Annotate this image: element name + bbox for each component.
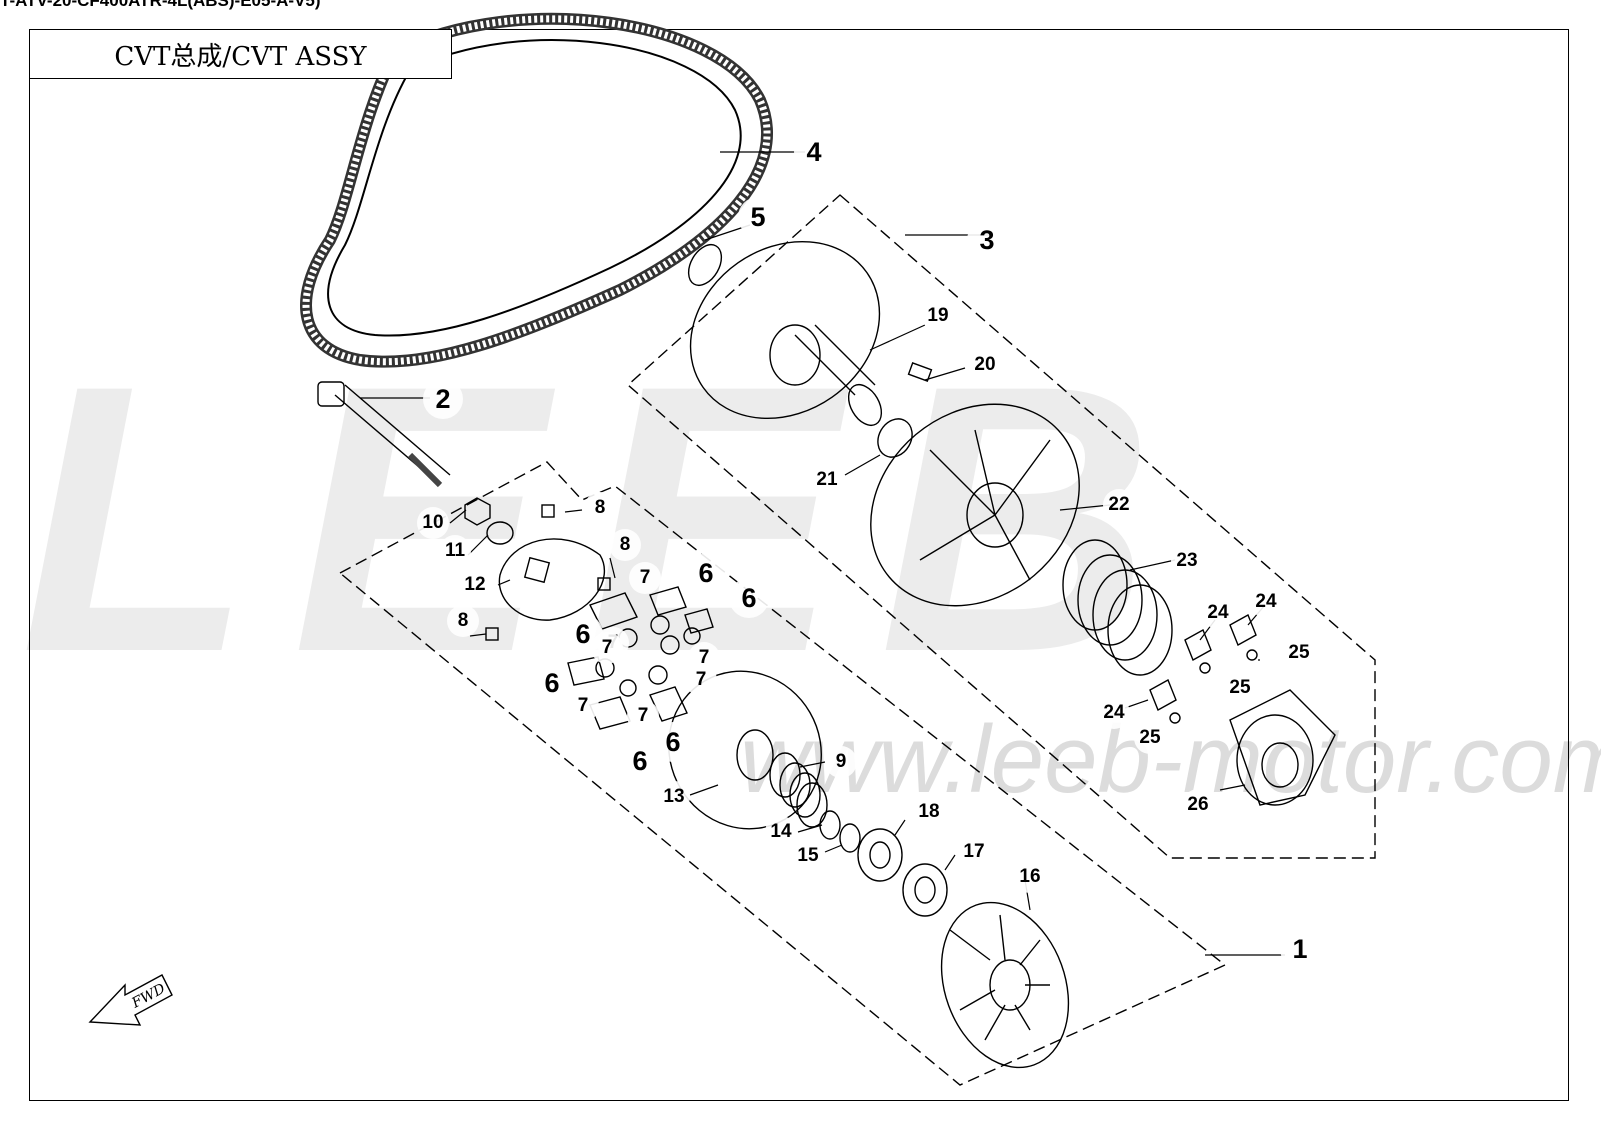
callout-25: 25 bbox=[1283, 637, 1315, 669]
key-part bbox=[907, 362, 933, 382]
callout-7: 7 bbox=[591, 632, 623, 664]
bolt-part bbox=[317, 381, 451, 488]
callout-25: 25 bbox=[1224, 672, 1256, 704]
callout-11: 11 bbox=[439, 535, 471, 567]
callout-22: 22 bbox=[1103, 489, 1135, 521]
screw-part bbox=[1169, 712, 1181, 724]
callout-8: 8 bbox=[447, 605, 479, 637]
callout-2: 2 bbox=[423, 379, 463, 419]
slider-part bbox=[684, 608, 714, 634]
primary-assembly-outline bbox=[338, 461, 1227, 1086]
callout-1: 1 bbox=[1280, 929, 1320, 969]
roller-part bbox=[683, 627, 701, 645]
callout-6: 6 bbox=[653, 722, 693, 762]
callout-7: 7 bbox=[627, 700, 659, 732]
roller-part bbox=[619, 679, 637, 697]
callout-20: 20 bbox=[969, 349, 1001, 381]
ramp-plate-part bbox=[498, 538, 606, 621]
screw-part bbox=[1246, 649, 1258, 661]
diagram-frame bbox=[29, 29, 1569, 1101]
callout-19: 19 bbox=[922, 300, 954, 332]
callout-7: 7 bbox=[685, 664, 717, 696]
diagram-code-caption: T-ATV-20-CF400ATR-4L(ABS)-E05-A-V5) bbox=[0, 0, 321, 10]
ring-part bbox=[687, 244, 723, 286]
callout-6: 6 bbox=[729, 578, 769, 618]
bearing-part bbox=[902, 863, 948, 917]
secondary-assembly-outline bbox=[626, 194, 1376, 859]
callout-8: 8 bbox=[609, 529, 641, 561]
callout-3: 3 bbox=[967, 220, 1007, 260]
callout-24: 24 bbox=[1202, 597, 1234, 629]
watermark-url: www.leeb-motor.com bbox=[740, 706, 1601, 813]
washer-part bbox=[486, 521, 514, 545]
primary-fixed-sheave-part bbox=[940, 901, 1070, 1069]
callout-23: 23 bbox=[1171, 545, 1203, 577]
slider-part bbox=[1229, 614, 1257, 646]
callout-7: 7 bbox=[567, 690, 599, 722]
guide-part bbox=[597, 577, 611, 591]
watermark-brand: LEEB bbox=[20, 306, 1194, 731]
callout-12: 12 bbox=[459, 569, 491, 601]
callout-5: 5 bbox=[738, 197, 778, 237]
secondary-moving-sheave-part bbox=[870, 403, 1080, 607]
secondary-fixed-sheave-part bbox=[689, 240, 883, 426]
nut-part bbox=[464, 497, 491, 526]
screw-part bbox=[1199, 662, 1211, 674]
bearing-part bbox=[857, 828, 903, 882]
callout-4: 4 bbox=[794, 132, 834, 172]
guide-part bbox=[541, 504, 555, 518]
callout-17: 17 bbox=[958, 836, 990, 868]
callout-6: 6 bbox=[620, 741, 660, 781]
callout-15: 15 bbox=[792, 840, 824, 872]
callout-9: 9 bbox=[825, 746, 857, 778]
callout-10: 10 bbox=[417, 507, 449, 539]
callout-16: 16 bbox=[1014, 861, 1046, 893]
primary-spring-part bbox=[769, 752, 828, 828]
slider-part bbox=[1149, 679, 1177, 711]
callout-25: 25 bbox=[1134, 722, 1166, 754]
callout-14: 14 bbox=[765, 816, 797, 848]
circlip-part bbox=[877, 418, 913, 458]
callout-7: 7 bbox=[629, 562, 661, 594]
slider-part bbox=[567, 656, 605, 686]
forward-arrow-icon bbox=[88, 974, 173, 1026]
roller-part bbox=[660, 635, 680, 655]
secondary-spring-part bbox=[1062, 539, 1173, 676]
callout-24: 24 bbox=[1098, 697, 1130, 729]
callout-24: 24 bbox=[1250, 586, 1282, 618]
callout-13: 13 bbox=[658, 781, 690, 813]
roller-part bbox=[650, 615, 670, 635]
ring-part bbox=[819, 810, 841, 840]
drive-belt-part bbox=[300, 12, 773, 368]
callout-26: 26 bbox=[1182, 789, 1214, 821]
callout-18: 18 bbox=[913, 796, 945, 828]
roller-part bbox=[648, 665, 668, 685]
ring-part bbox=[839, 823, 861, 853]
diagram-title: CVT总成/CVT ASSY bbox=[29, 29, 452, 79]
callout-6: 6 bbox=[532, 663, 572, 703]
callout-21: 21 bbox=[811, 464, 843, 496]
callout-6: 6 bbox=[686, 553, 726, 593]
torque-cam-part bbox=[1229, 689, 1336, 806]
callout-8: 8 bbox=[584, 492, 616, 524]
slider-part bbox=[649, 586, 687, 616]
slider-part bbox=[1184, 629, 1212, 661]
guide-part bbox=[485, 627, 499, 641]
